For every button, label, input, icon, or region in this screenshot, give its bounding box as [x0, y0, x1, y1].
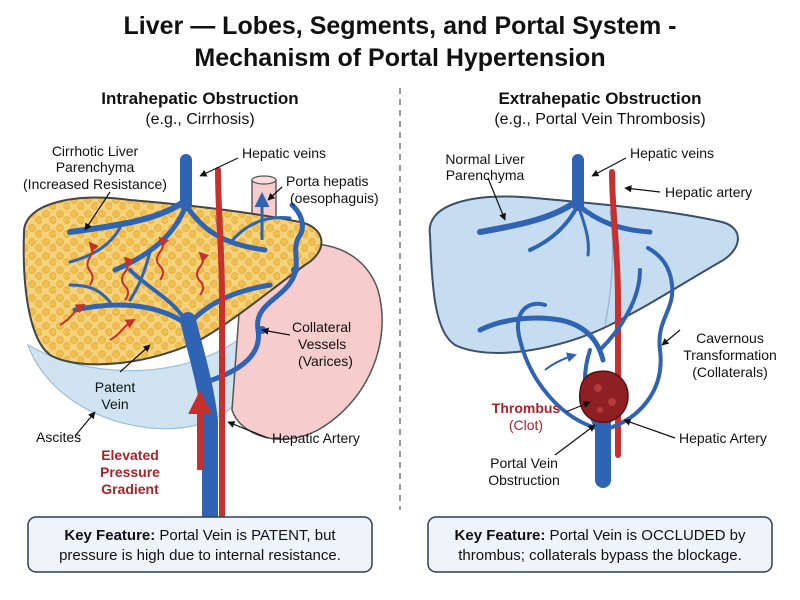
right-panel: Extrahepatic Obstruction (e.g., Portal V…: [427, 89, 777, 573]
left-subheading: (e.g., Cirrhosis): [145, 111, 254, 128]
label-porta-1: Porta hepatis: [286, 173, 369, 189]
label-cavernous-2: Transformation: [683, 347, 777, 363]
thrombus-clot-detail-2: [608, 398, 616, 406]
label-hepatic-artery-left: Hepatic Artery: [272, 430, 360, 446]
label-hepatic-artery-top: Hepatic artery: [665, 184, 752, 200]
normal-liver: [428, 195, 739, 354]
label-elevated-1: Elevated: [101, 447, 159, 463]
label-cavernous-3: (Collaterals): [692, 364, 767, 380]
label-cirrhotic-2: Parenchyma: [56, 159, 135, 175]
portal-branch-right: [477, 315, 606, 363]
resistance-arrows: [59, 236, 210, 341]
left-key-bold: Key Feature:: [64, 527, 155, 544]
thrombus-clot: [578, 370, 629, 423]
label-pvo-2: Obstruction: [488, 472, 560, 488]
right-key-box: [427, 516, 773, 573]
label-hepatic-veins-left: Hepatic veins: [242, 145, 326, 161]
label-collateral-3: (Varices): [298, 353, 353, 369]
label-thrombus-2: (Clot): [509, 417, 543, 433]
right-key-line-1: Key Feature: Portal Vein is OCCLUDED by: [455, 527, 746, 544]
varices-path: [209, 202, 305, 383]
left-key-box: [27, 516, 373, 573]
label-ascites: Ascites: [36, 429, 81, 445]
right-key-text-1: Portal Vein is OCCLUDED by: [545, 527, 746, 544]
hepatic-artery-left: [215, 167, 225, 523]
label-collateral-1: Collateral: [292, 319, 351, 335]
cirrhotic-liver: [22, 196, 323, 366]
label-cirrhotic-3: (Increased Resistance): [23, 176, 167, 192]
right-subheading: (e.g., Portal Vein Thrombosis): [494, 111, 705, 128]
left-key-line-1: Key Feature: Portal Vein is PATENT, but: [64, 527, 336, 544]
label-elevated-2: Pressure: [100, 464, 160, 480]
varix-knot-2: [291, 266, 299, 274]
oesophagus-top: [251, 175, 277, 185]
label-normal-1: Normal Liver: [445, 151, 525, 167]
portal-vein-tree: [68, 268, 273, 528]
label-hepatic-artery-right: Hepatic Artery: [679, 430, 767, 446]
right-leader-lines: [487, 157, 681, 456]
label-porta-2: (oesophaguis): [290, 190, 379, 206]
title-line-1: Liver — Lobes, Segments, and Portal Syst…: [124, 12, 677, 40]
left-key-text-1: Portal Vein is PATENT, but: [155, 527, 336, 544]
label-hepatic-veins-right: Hepatic veins: [630, 145, 714, 161]
collateral-flow-arrow: [544, 352, 577, 371]
label-normal-2: Parenchyma: [446, 167, 525, 183]
label-cavernous-1: Cavernous: [696, 330, 764, 346]
thrombus-clot-detail-1: [594, 384, 602, 392]
right-key-bold: Key Feature:: [455, 527, 546, 544]
label-patent-1: Patent: [95, 379, 136, 395]
left-key-line-2: pressure is high due to internal resista…: [59, 547, 341, 564]
label-cirrhotic-1: Cirrhotic Liver: [52, 143, 139, 159]
label-thrombus-1: Thrombus: [492, 400, 561, 416]
right-hepatic-vein-tree: [477, 154, 653, 257]
thrombus-clot-detail-3: [597, 407, 603, 413]
hepatic-artery-right: [609, 169, 621, 458]
label-elevated-3: Gradient: [101, 481, 159, 497]
left-leader-lines: [74, 157, 291, 439]
title-line-2: Mechanism of Portal Hypertension: [194, 44, 605, 72]
label-pvo-1: Portal Vein: [490, 455, 558, 471]
label-patent-2: Vein: [101, 396, 128, 412]
right-heading: Extrahepatic Obstruction: [498, 89, 701, 108]
right-key-line-2: thrombus; collaterals bypass the blockag…: [458, 547, 741, 564]
left-heading: Intrahepatic Obstruction: [101, 89, 298, 108]
label-collateral-2: Vessels: [298, 336, 346, 352]
left-panel: Intrahepatic Obstruction (e.g., Cirrhosi…: [22, 89, 383, 573]
